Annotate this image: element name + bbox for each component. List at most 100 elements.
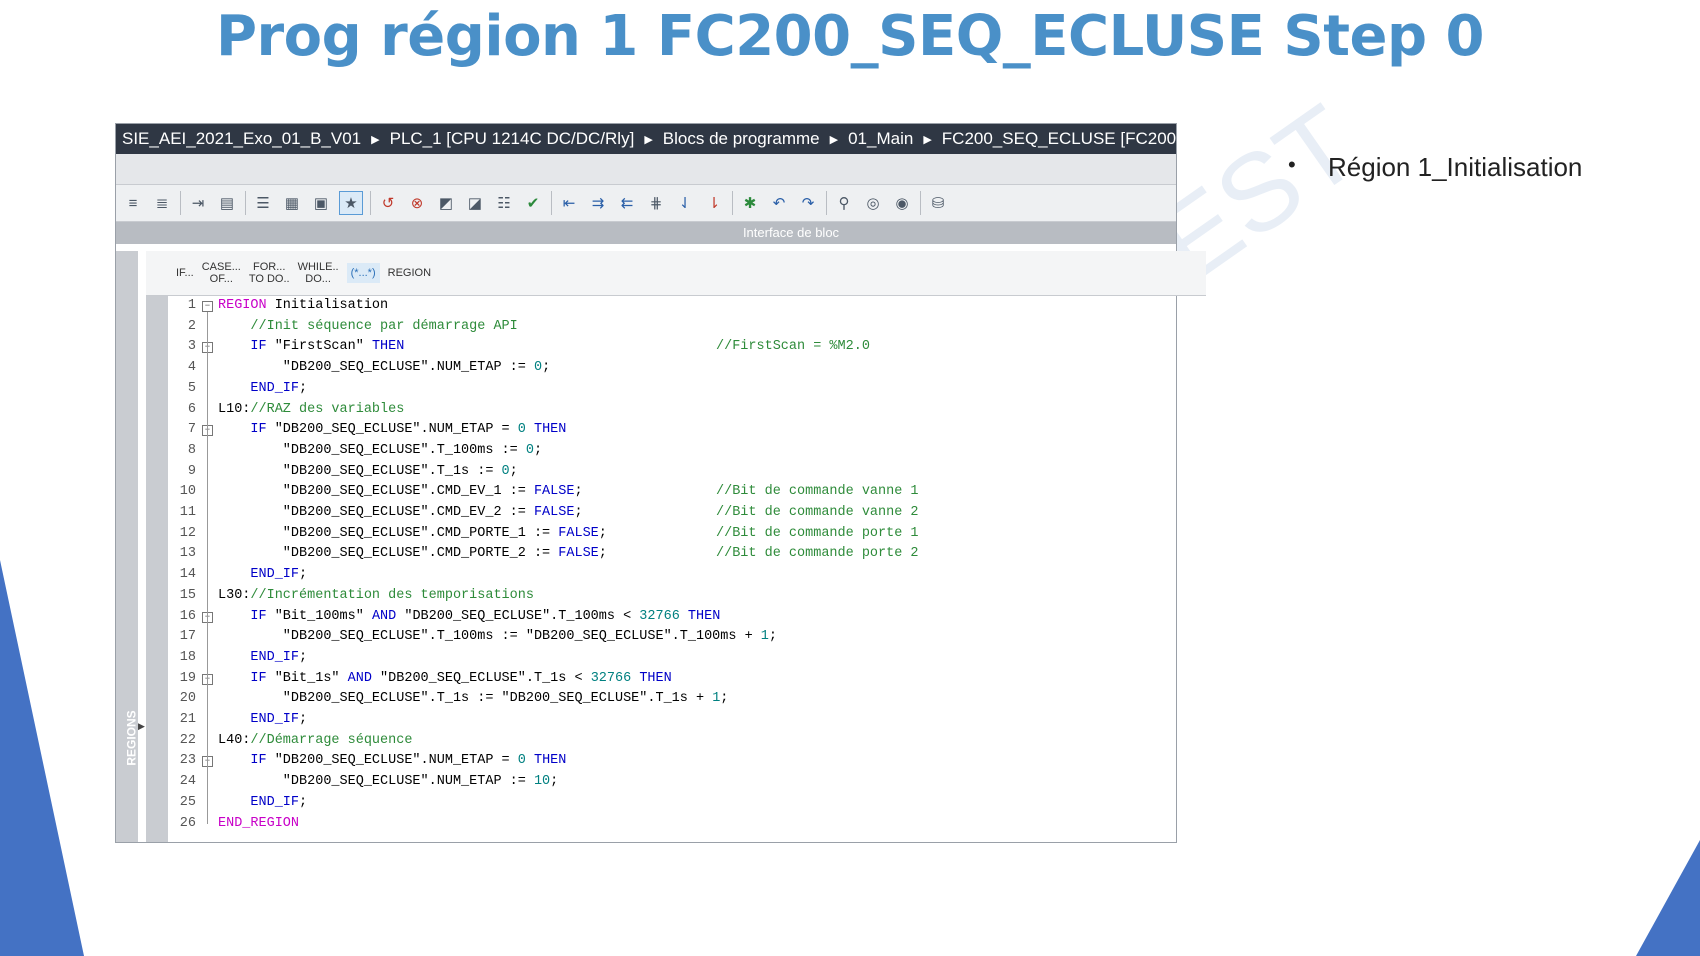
line-number: 3: [187, 339, 196, 355]
instruction-while[interactable]: WHILE..DO...: [297, 261, 339, 285]
line-number: 23: [179, 753, 196, 769]
line-number: 20: [179, 691, 196, 707]
code-text: "DB200_SEQ_ECLUSE".NUM_ETAP := 10;: [218, 774, 559, 790]
indent-icon[interactable]: ≡: [128, 194, 138, 212]
breadcrumb-sep-icon: ▶: [923, 133, 932, 146]
toolbar-divider: [826, 191, 827, 215]
stop-icon[interactable]: ⊗: [410, 195, 424, 212]
instruction-bar: IF... CASE...OF... FOR...TO DO.. WHILE..…: [146, 251, 1206, 296]
arrow-icon[interactable]: ↶: [772, 195, 786, 212]
line-number: 21: [179, 712, 196, 727]
line-number: 14: [179, 567, 196, 583]
code-text: REGION Initialisation: [218, 298, 389, 313]
code-text: "DB200_SEQ_ECLUSE".T_100ms := 0;: [218, 442, 543, 458]
watch2-icon[interactable]: ◉: [895, 195, 909, 212]
line-number: 12: [179, 525, 196, 541]
decorative-right-triangle: [1636, 840, 1700, 956]
toolbar-divider: [732, 191, 733, 215]
line-number: 13: [179, 546, 196, 562]
breadcrumb-block[interactable]: FC200_SEQ_ECLUSE [FC200]: [941, 129, 1176, 148]
code-comment: //Bit de commande vanne 2: [716, 505, 919, 520]
code-text: END_IF;: [250, 649, 308, 665]
instruction-if[interactable]: IF...: [176, 267, 194, 279]
line-number: 9: [187, 463, 196, 479]
line-number: 22: [179, 732, 196, 748]
watch-icon[interactable]: ◎: [866, 195, 880, 212]
compile-icon[interactable]: ▤: [219, 195, 235, 212]
download-icon[interactable]: ⇥: [191, 195, 205, 212]
code-text: END_IF;: [250, 794, 308, 810]
block-interface-bar[interactable]: Interface de bloc: [116, 222, 1176, 244]
code-text: END_REGION: [218, 815, 300, 831]
toolbar-divider: [551, 191, 552, 215]
bookmark2-icon[interactable]: ⇂: [707, 195, 721, 212]
line-number: 10: [179, 484, 196, 500]
fold-icon[interactable]: −: [202, 301, 213, 312]
code-text: L10://RAZ des variables: [218, 401, 405, 417]
line-number: 6: [187, 401, 196, 417]
toolbar-spacer: [116, 154, 1176, 185]
line-number: 7: [187, 422, 196, 438]
fold-line: [207, 767, 208, 803]
line-number: 2: [187, 318, 196, 334]
outdent-icon[interactable]: ≣: [155, 195, 169, 212]
code-comment: //Bit de commande porte 1: [716, 525, 919, 541]
toolbar-divider: [370, 191, 371, 215]
code-comment: //FirstScan = %M2.0: [716, 339, 870, 355]
code-text: IF "DB200_SEQ_ECLUSE".NUM_ETAP = 0 THEN: [250, 422, 567, 438]
code-text: "DB200_SEQ_ECLUSE".CMD_EV_2 := FALSE;: [218, 505, 583, 520]
breadcrumb-plc[interactable]: PLC_1 [CPU 1214C DC/DC/Rly]: [389, 129, 635, 148]
list-icon[interactable]: ☰: [256, 195, 270, 212]
code-area: REGIONS ▶ IF... CASE...OF... FOR...TO DO…: [116, 251, 1206, 842]
breadcrumb-folder[interactable]: 01_Main: [848, 129, 914, 148]
import-icon[interactable]: ▣: [313, 195, 329, 212]
star-icon[interactable]: ★: [339, 191, 363, 215]
fold-line: [207, 684, 208, 720]
arrow2-icon[interactable]: ↷: [801, 195, 815, 212]
regions-panel[interactable]: REGIONS: [116, 251, 139, 842]
expand-arrow-icon[interactable]: ▶: [138, 721, 145, 731]
line-number: 19: [179, 670, 196, 686]
line-number: 15: [179, 587, 196, 603]
bookmark-icon[interactable]: ⇃: [678, 195, 692, 212]
go-icon[interactable]: ↺: [381, 195, 395, 212]
breadcrumb-project[interactable]: SIE_AEI_2021_Exo_01_B_V01: [122, 129, 362, 148]
breadcrumb-sep-icon: ▶: [644, 133, 653, 146]
link-icon[interactable]: ⚲: [838, 195, 850, 212]
code-text: "DB200_SEQ_ECLUSE".CMD_PORTE_2 := FALSE;: [218, 546, 607, 562]
monitor-icon[interactable]: ◩: [438, 195, 454, 212]
code-text: "DB200_SEQ_ECLUSE".T_1s := 0;: [218, 463, 518, 479]
line-number: 5: [187, 380, 196, 396]
toolbar-divider: [245, 191, 246, 215]
instruction-comment[interactable]: (*...*): [346, 263, 380, 283]
code-text: L40://Démarrage séquence: [218, 732, 413, 748]
code-text: END_IF;: [250, 567, 308, 583]
check-icon[interactable]: ✔: [526, 195, 540, 212]
indent-right-icon[interactable]: ⇉: [591, 195, 605, 212]
fold-line: [207, 622, 208, 658]
line-number: 11: [179, 505, 196, 520]
fold-line: [207, 436, 208, 576]
regions-label: REGIONS: [124, 710, 139, 766]
dash-icon[interactable]: ☷: [497, 195, 511, 212]
breadcrumb-blocks[interactable]: Blocs de programme: [662, 129, 820, 148]
db-icon[interactable]: ⛁: [931, 195, 945, 212]
bullet-text: Région 1_Initialisation: [1328, 152, 1583, 182]
decorative-left-triangle: [0, 560, 84, 956]
breadcrumb-sep-icon: ▶: [371, 133, 380, 146]
align-icon[interactable]: ⋕: [649, 195, 663, 212]
instruction-for[interactable]: FOR...TO DO..: [248, 261, 290, 285]
code-text: END_IF;: [250, 712, 308, 727]
breadcrumb-sep-icon: ▶: [829, 133, 839, 146]
list2-icon[interactable]: ▦: [284, 195, 300, 212]
mark-icon[interactable]: ✱: [743, 195, 757, 212]
indent-left-icon[interactable]: ⇇: [620, 195, 634, 212]
instruction-region[interactable]: REGION: [387, 267, 432, 279]
line-number: 4: [187, 360, 196, 376]
instruction-case[interactable]: CASE...OF...: [201, 261, 241, 285]
code-text: IF "Bit_100ms" AND "DB200_SEQ_ECLUSE".T_…: [250, 608, 721, 624]
bullet-dot-icon: •: [1288, 152, 1296, 177]
monitor2-icon[interactable]: ◪: [467, 195, 483, 212]
comment-icon[interactable]: ⇤: [562, 195, 576, 212]
